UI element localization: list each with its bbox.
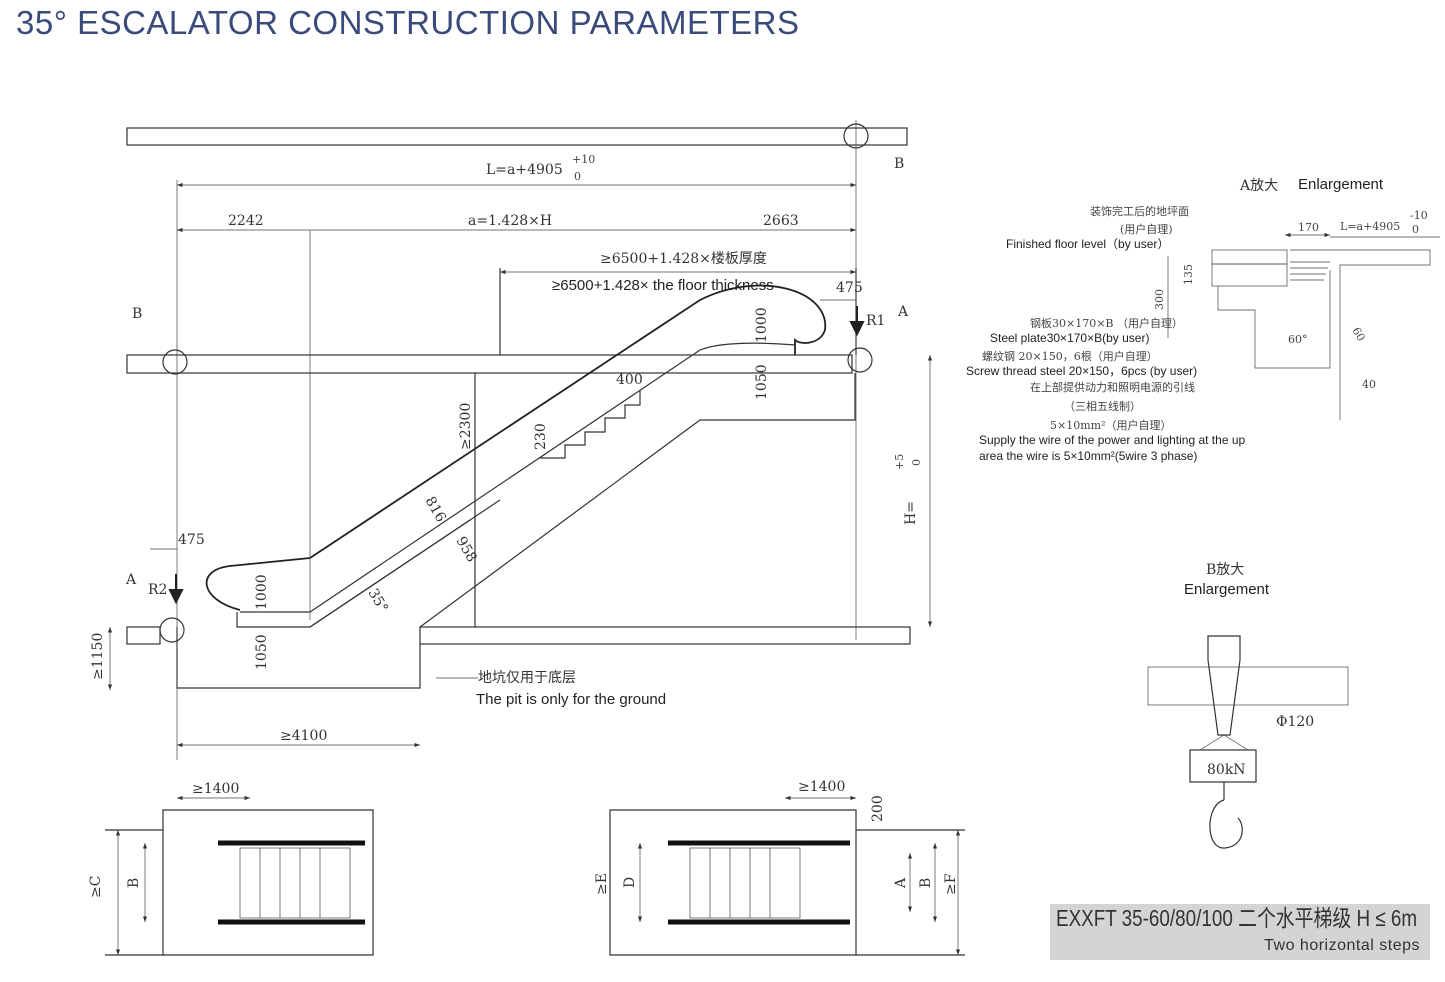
detail-a-circle-lower <box>159 617 185 643</box>
plan-view-left <box>105 795 374 956</box>
dim-400: 400 <box>616 372 643 388</box>
a-label-left: A <box>125 572 137 588</box>
r1-label: R1 <box>866 313 885 329</box>
a-label-right: A <box>897 304 909 320</box>
lower-1000: 1000 <box>254 574 270 610</box>
r1-arrow-icon <box>849 306 865 337</box>
a-dim-170: 170 <box>1298 221 1319 234</box>
wire-cn1: 在上部提供动力和照明电源的引线 <box>1030 380 1195 394</box>
lower-475: 475 <box>178 532 205 548</box>
right-d-dim: D <box>622 877 638 888</box>
floor-cn2: (用户自理) <box>1120 222 1173 236</box>
a-dim-135: 135 <box>1182 264 1195 285</box>
plan-view-right <box>609 795 965 956</box>
detail-a-circle <box>847 347 873 373</box>
wire-en1: Supply the wire of the power and lightin… <box>979 433 1246 447</box>
dim-816: 816 <box>422 494 449 525</box>
wire-en2: area the wire is 5×10mm²(5wire 3 phase) <box>979 449 1197 463</box>
detail-b-circle-top <box>843 123 869 149</box>
screw-cn: 螺纹钢 20×150，6根（用户自理） <box>982 349 1158 363</box>
height-tol-lower: 0 <box>910 459 923 466</box>
a-tol-lower: 0 <box>1412 223 1419 236</box>
r2-label: R2 <box>148 582 167 598</box>
plate-en: Steel plate30×170×B(by user) <box>990 331 1149 345</box>
model-line2: Two horizontal steps <box>1264 937 1420 954</box>
right-width-dim: ≥1400 <box>798 779 845 795</box>
left-c-dim: ≥C <box>88 876 104 898</box>
upper-475: 475 <box>836 280 863 296</box>
enlargement-b-title-en: Enlargement <box>1184 581 1270 598</box>
enlargement-b-title-cn: B放大 <box>1206 562 1244 578</box>
model-line1: EXXFT 35-60/80/100 二个水平梯级 H ≤ 6m <box>1056 905 1418 931</box>
a-tol-upper: -10 <box>1410 209 1428 222</box>
pit-outline <box>176 627 421 689</box>
model-badge: EXXFT 35-60/80/100 二个水平梯级 H ≤ 6m Two hor… <box>1050 904 1430 960</box>
dim-958: 958 <box>453 534 480 565</box>
b-diameter: Φ120 <box>1276 714 1314 730</box>
height-tol-upper: +5 <box>893 454 906 470</box>
enlargement-b <box>1147 635 1349 849</box>
screw-en: Screw thread steel 20×150，6pcs (by user) <box>966 364 1197 378</box>
height-dim: H= <box>903 501 919 525</box>
right-b-dim: B <box>918 878 934 888</box>
enlargement-a <box>1167 232 1440 420</box>
right-a-dim: A <box>893 877 909 889</box>
b-label-top: B <box>894 156 904 172</box>
escalator-truss <box>176 120 857 760</box>
r2-arrow-icon <box>168 574 184 605</box>
lower-1050: 1050 <box>254 634 270 670</box>
pit-length: ≥4100 <box>280 728 327 744</box>
floor-en: Finished floor level（by user） <box>1006 237 1169 251</box>
opening-dim-cn: ≥6500+1.428×楼板厚度 <box>600 251 767 267</box>
plate-cn: 钢板30×170×B （用户自理） <box>1030 316 1183 330</box>
detail-b-circle <box>162 349 188 375</box>
opening-dim-en: ≥6500+1.428× the floor thickness <box>552 277 774 294</box>
tol-lower: 0 <box>574 170 581 183</box>
a-dim-60: 60 <box>1349 325 1367 344</box>
right-dim: 2663 <box>763 213 799 229</box>
a-dim-300: 300 <box>1153 289 1166 310</box>
right-e-dim: ≥E <box>594 873 610 895</box>
left-width-dim: ≥1400 <box>192 781 239 797</box>
dim-230: 230 <box>533 423 549 450</box>
dimension-lines <box>107 182 933 748</box>
page-title: 35° ESCALATOR CONSTRUCTION PARAMETERS <box>16 4 800 41</box>
middle-slab <box>126 354 853 374</box>
pit-note-en: The pit is only for the ground <box>476 691 666 708</box>
upper-1000: 1000 <box>754 307 770 343</box>
pit-note-cn: 地坑仅用于底层 <box>478 670 576 686</box>
right-200-dim: 200 <box>870 795 886 822</box>
upper-1050: 1050 <box>754 364 770 400</box>
top-slab <box>126 127 908 146</box>
right-f-dim: ≥F <box>943 873 959 895</box>
a-angle-60: 60° <box>1288 333 1308 346</box>
total-length-dim: L=a+4905 <box>486 162 563 178</box>
b-label-left: B <box>132 306 142 322</box>
b-load: 80kN <box>1207 762 1246 778</box>
middle-dim: a=1.428×H <box>468 213 552 229</box>
floor-cn1: 装饰完工后的地坪面 <box>1090 204 1189 218</box>
tol-upper: +10 <box>572 153 595 166</box>
wire-cn2: （三相五线制） <box>1064 399 1141 413</box>
a-dim-L: L=a+4905 <box>1340 220 1400 233</box>
left-b-dim: B <box>126 878 142 888</box>
wire-cn3: 5×10mm²（用户自理） <box>1050 418 1171 432</box>
pit-depth: ≥1150 <box>90 633 106 680</box>
left-dim: 2242 <box>228 213 264 229</box>
enlargement-a-title-en: Enlargement <box>1298 176 1384 193</box>
a-dim-40: 40 <box>1362 378 1376 391</box>
enlargement-a-title-cn: A放大 <box>1239 178 1278 194</box>
dim-2300: ≥2300 <box>458 403 474 450</box>
bottom-slab <box>126 626 911 645</box>
angle-35: 35° <box>365 586 391 616</box>
